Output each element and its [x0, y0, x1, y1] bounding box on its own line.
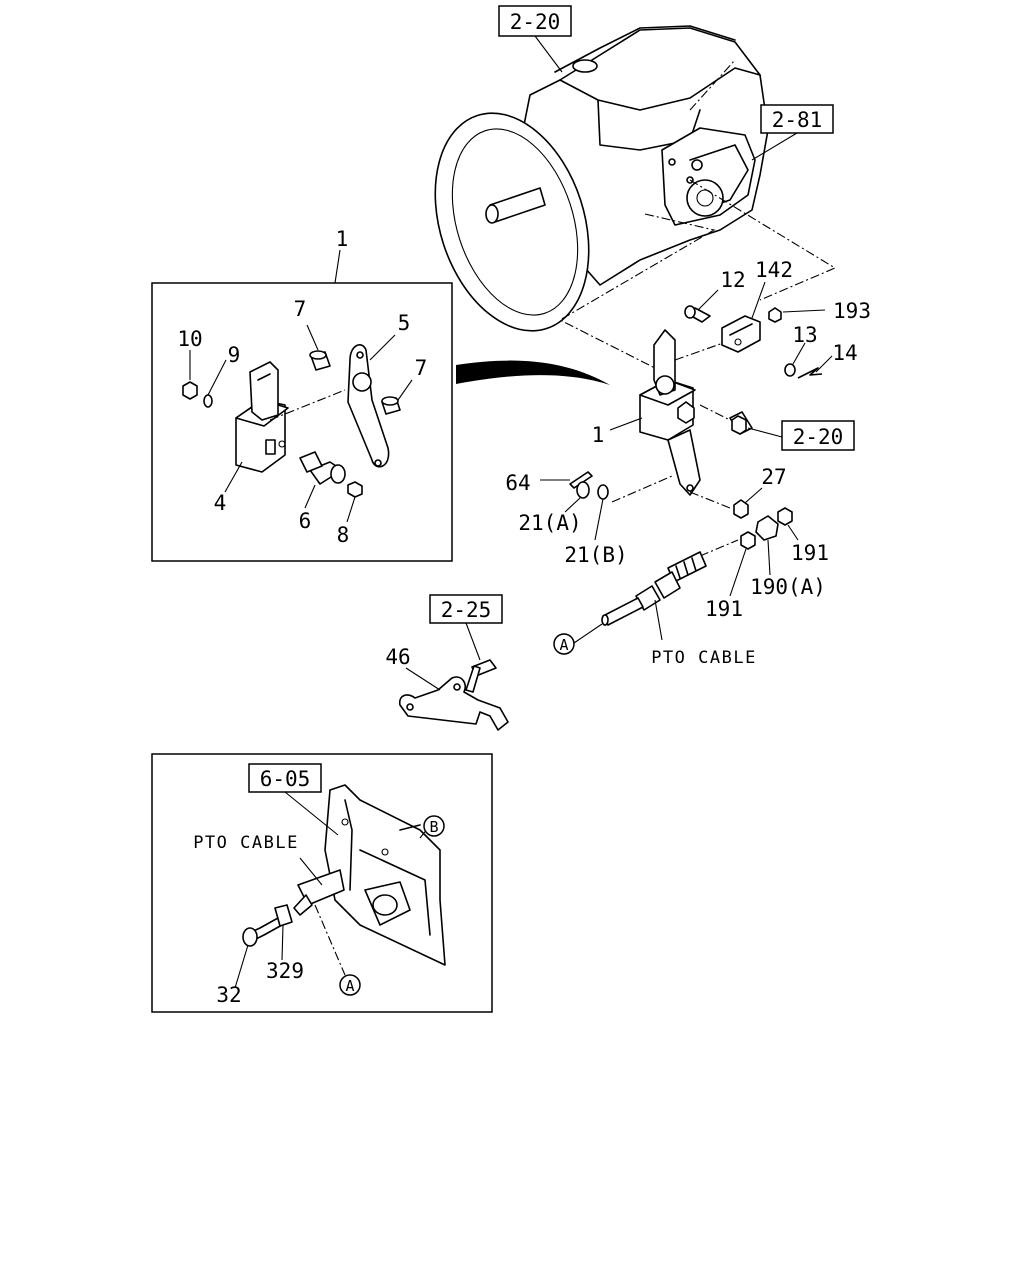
- callout-bush-7a: 7: [294, 297, 307, 321]
- callout-washer-329: 329: [266, 959, 304, 983]
- callout-bolt-32: 32: [216, 983, 241, 1007]
- ref-label-trans: 2-20: [510, 10, 561, 34]
- ref-label-lever-bracket: 2-25: [441, 598, 492, 622]
- ref-box-frame[interactable]: 6-05: [248, 763, 322, 793]
- callout-nut-8: 8: [337, 523, 350, 547]
- kit-inset: 1 10: [151, 227, 453, 562]
- svg-text:A: A: [559, 636, 568, 654]
- ref-box-pto-unit[interactable]: 2-81: [760, 104, 834, 134]
- svg-text:B: B: [429, 818, 438, 836]
- bracket-assembly: [609, 329, 761, 509]
- pto-cable-label-inset: PTO CABLE: [193, 833, 299, 853]
- transfer-arrow: [456, 360, 610, 385]
- ref-label-bracket-bolt: 2-20: [793, 425, 844, 449]
- callout-lever-5: 5: [398, 311, 411, 335]
- callout-bush-7b: 7: [415, 356, 428, 380]
- transmission-assembly: [434, 25, 837, 369]
- ref-label-pto-unit: 2-81: [772, 108, 823, 132]
- callout-washer-13: 13: [792, 323, 817, 347]
- marker-a-main: A: [553, 633, 575, 655]
- nut-27: [733, 499, 749, 519]
- callout-bracket-4: 4: [214, 491, 227, 515]
- callout-clip-14: 14: [832, 341, 857, 365]
- callout-nut-191b: 191: [705, 597, 743, 621]
- pto-cable-label-main: PTO CABLE: [651, 648, 757, 668]
- callout-washer-21a: 21(A): [518, 511, 581, 535]
- ref-box-trans[interactable]: 2-20: [498, 5, 572, 37]
- callout-washer-9: 9: [228, 343, 241, 367]
- callout-nut-193: 193: [833, 299, 871, 323]
- svg-text:A: A: [345, 977, 354, 995]
- marker-b-inset: B: [423, 815, 445, 837]
- pto-cable: [573, 539, 739, 644]
- callout-bracket-1: 1: [592, 423, 605, 447]
- callout-kit-1: 1: [336, 227, 349, 251]
- ref-box-lever-bracket[interactable]: 2-25: [429, 594, 503, 624]
- marker-a-inset: A: [339, 974, 361, 996]
- callout-nut-191a: 191: [791, 541, 829, 565]
- mounting-bolt: [729, 411, 783, 438]
- callout-nut-27: 27: [761, 465, 786, 489]
- callout-pin-6: 6: [299, 509, 312, 533]
- lever-bracket-46: [398, 622, 509, 731]
- callout-pin-64: 64: [505, 471, 530, 495]
- ref-label-frame: 6-05: [260, 767, 311, 791]
- callout-clevis-142: 142: [755, 258, 793, 282]
- cable-nuts: [729, 507, 799, 597]
- callout-bolt-12: 12: [720, 268, 745, 292]
- callout-nut-10: 10: [177, 327, 202, 351]
- clevis-parts: [684, 281, 833, 379]
- frame-inset: [151, 753, 493, 1013]
- callout-nut-190a: 190(A): [750, 575, 826, 599]
- callout-washer-21b: 21(B): [564, 543, 627, 567]
- callout-lever-46: 46: [385, 645, 410, 669]
- pin-washers: [540, 471, 609, 541]
- ref-box-bracket-bolt[interactable]: 2-20: [781, 420, 855, 451]
